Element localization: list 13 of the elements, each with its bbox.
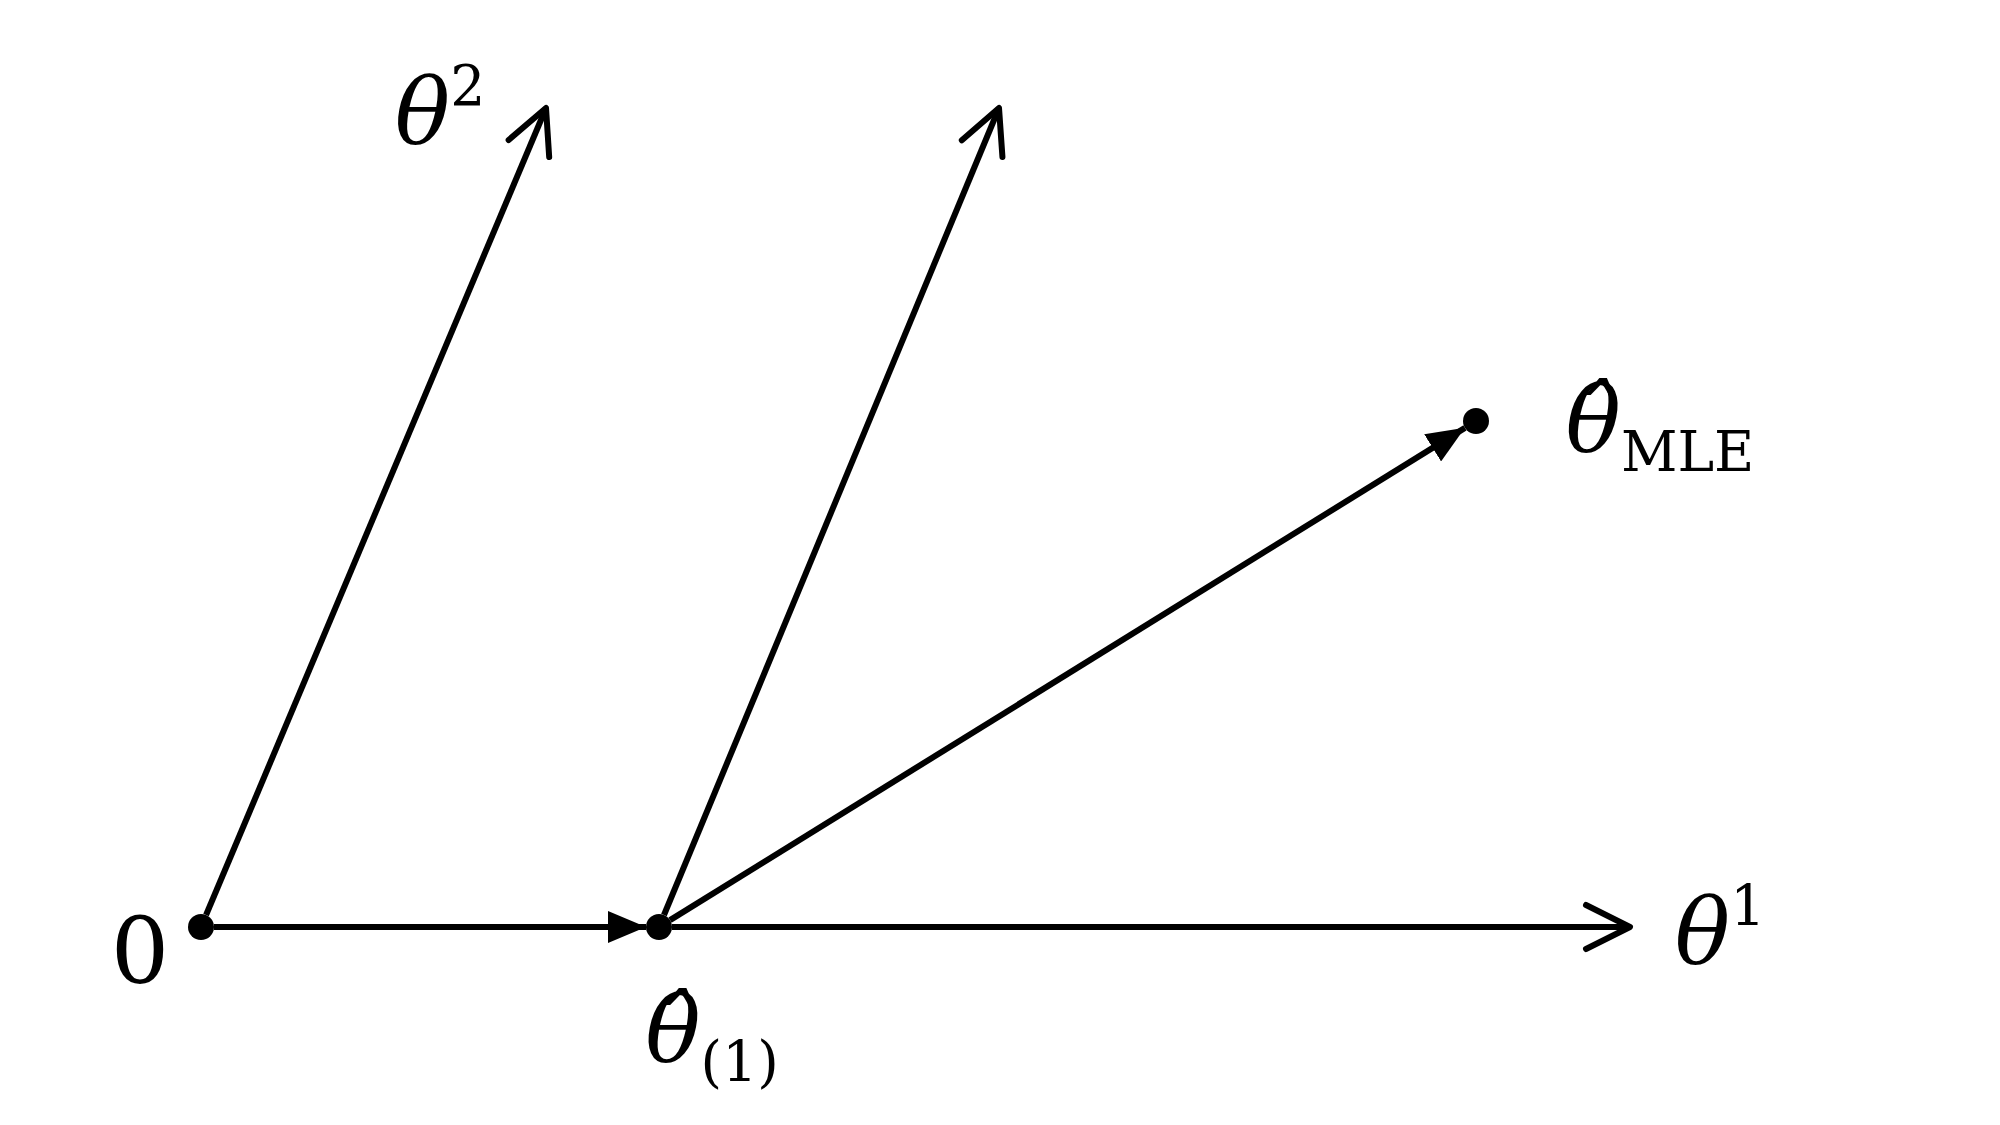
point-dot: [646, 914, 672, 940]
arrow: [661, 105, 1006, 917]
arrow: [672, 902, 1633, 952]
arrow: [214, 911, 646, 943]
point-label: θ̂$_{(1)}$: [645, 975, 779, 1097]
point-label: θ̂$_{MLE}$: [1565, 365, 1755, 487]
point-label: 0: [110, 897, 170, 1008]
arrow: [668, 425, 1467, 923]
axis-label: θ$^{1}$: [1674, 873, 1766, 988]
point-dot: [1463, 408, 1489, 434]
point-dot: [188, 914, 214, 940]
arrow: [203, 105, 553, 917]
axis-label: θ$^{2}$: [394, 53, 486, 168]
